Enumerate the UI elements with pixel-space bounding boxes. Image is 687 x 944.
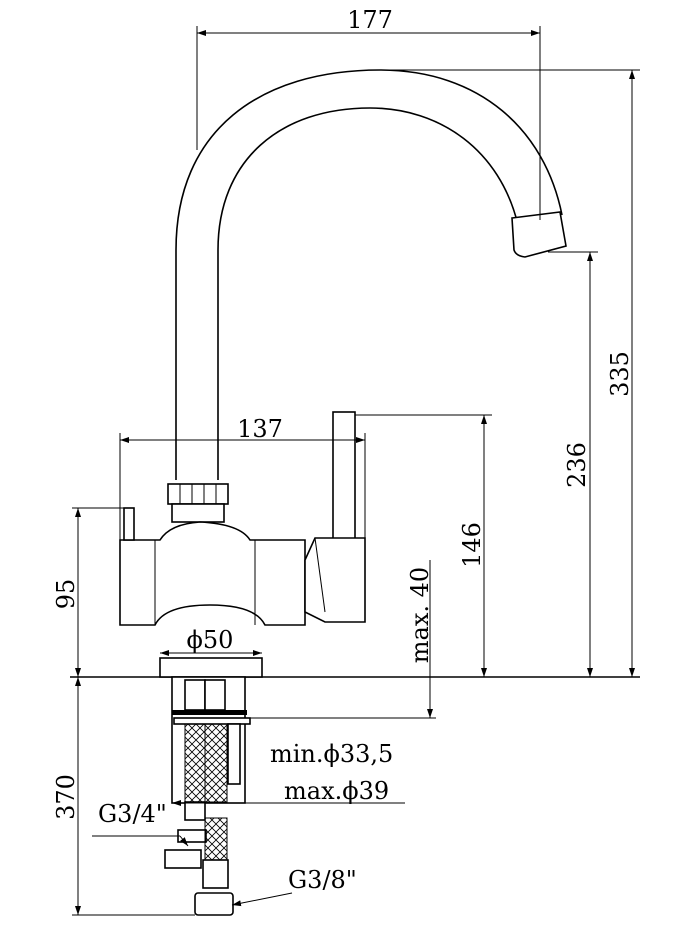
mounting-assembly xyxy=(164,676,251,916)
dim-95: 95 xyxy=(52,579,80,610)
label-g34: G3/4" xyxy=(98,800,167,828)
dim-335: 335 xyxy=(606,351,634,397)
faucet-body xyxy=(119,411,366,626)
dim-hole-min: min.ϕ33,5 xyxy=(270,740,393,768)
dim-236: 236 xyxy=(563,442,591,488)
dim-hole-max: max.ϕ39 xyxy=(284,777,389,805)
spout-nut xyxy=(167,483,229,523)
spout xyxy=(175,69,567,480)
dim-137: 137 xyxy=(237,415,283,443)
dim-370: 370 xyxy=(52,774,80,820)
dim-base-diameter: ϕ50 xyxy=(187,626,234,654)
dim-177: 177 xyxy=(347,6,393,34)
base-plate xyxy=(159,657,263,678)
dim-146: 146 xyxy=(458,522,486,568)
label-g38: G3/8" xyxy=(288,866,357,894)
dimension-lines xyxy=(72,26,640,916)
dim-max-40: max. 40 xyxy=(406,567,434,663)
lever-handle xyxy=(332,411,356,541)
